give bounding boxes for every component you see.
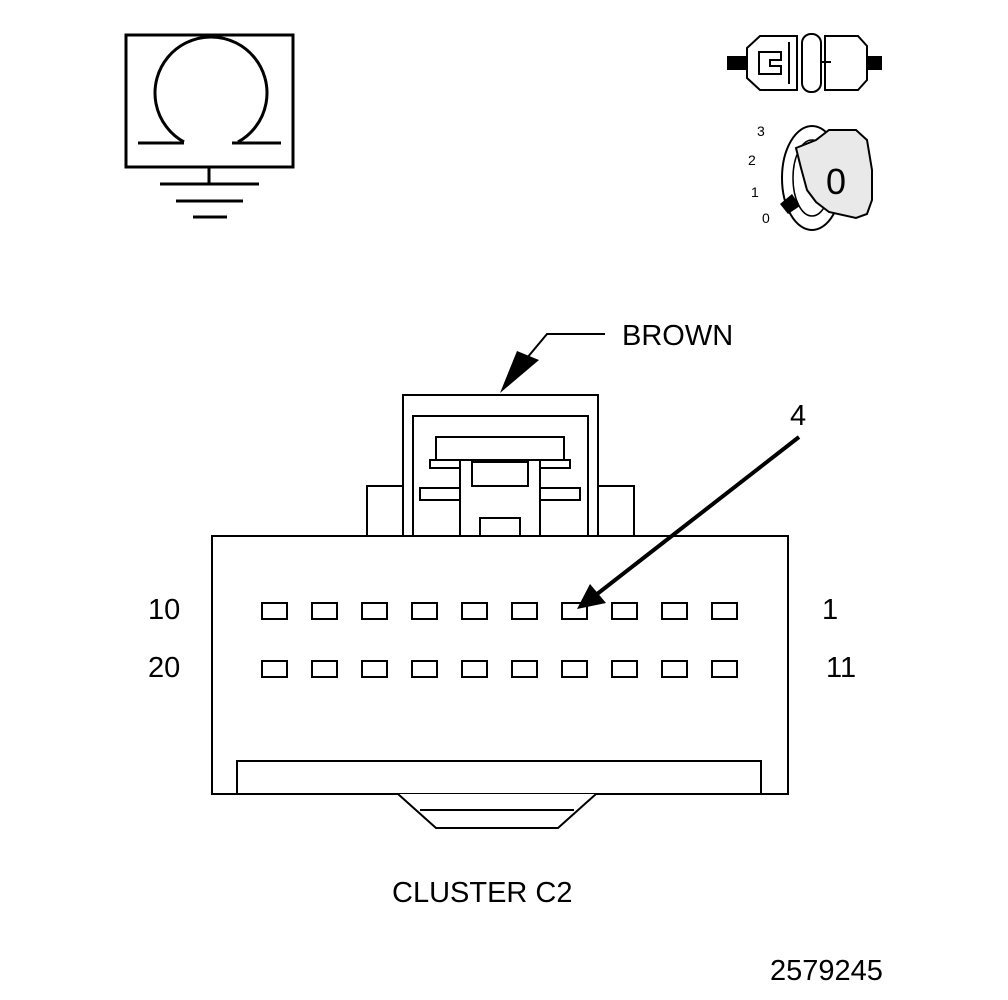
color-callout: BROWN (500, 320, 733, 393)
ignition-key-off-icon: 3 2 1 0 0 (748, 123, 873, 231)
pin-number-callout: 4 (790, 400, 806, 432)
disconnected-connector-icon (727, 33, 882, 93)
terminal-pin-7 (411, 602, 438, 620)
terminal-pin-14 (561, 660, 588, 678)
terminal-pin-16 (461, 660, 488, 678)
pin-callout: 4 (577, 400, 806, 609)
row-label-top-right: 1 (822, 594, 838, 626)
row-label-top-left: 10 (148, 594, 180, 626)
terminal-pin-19 (311, 660, 338, 678)
terminal-pin-18 (361, 660, 388, 678)
connector-body (211, 535, 789, 829)
terminal-pin-10 (261, 602, 288, 620)
terminal-pin-12 (661, 660, 688, 678)
terminal-pin-2 (661, 602, 688, 620)
row-label-bottom-left: 20 (148, 652, 180, 684)
terminal-pin-5 (511, 602, 538, 620)
terminal-pin-13 (611, 660, 638, 678)
terminal-pin-8 (361, 602, 388, 620)
terminal-pin-20 (261, 660, 288, 678)
connector-name: CLUSTER C2 (392, 877, 573, 909)
figure-number: 2579245 (770, 955, 883, 987)
row-label-bottom-right: 11 (826, 652, 856, 684)
terminal-pin-17 (411, 660, 438, 678)
terminal-pin-6 (461, 602, 488, 620)
ignition-position-label: 2 (748, 152, 756, 168)
ignition-position-label: 3 (757, 123, 765, 139)
terminal-pin-11 (711, 660, 738, 678)
ignition-position-label: 0 (762, 210, 770, 226)
ohmmeter-ground-icon (124, 33, 295, 219)
terminal-pin-3 (611, 602, 638, 620)
terminal-pins (261, 602, 738, 678)
connector-latch (366, 394, 635, 537)
terminal-pin-1 (711, 602, 738, 620)
ignition-key-position-label: 0 (826, 161, 846, 202)
connector-color-label: BROWN (622, 320, 733, 352)
ignition-position-label: 1 (751, 184, 759, 200)
terminal-pin-9 (311, 602, 338, 620)
terminal-pin-15 (511, 660, 538, 678)
